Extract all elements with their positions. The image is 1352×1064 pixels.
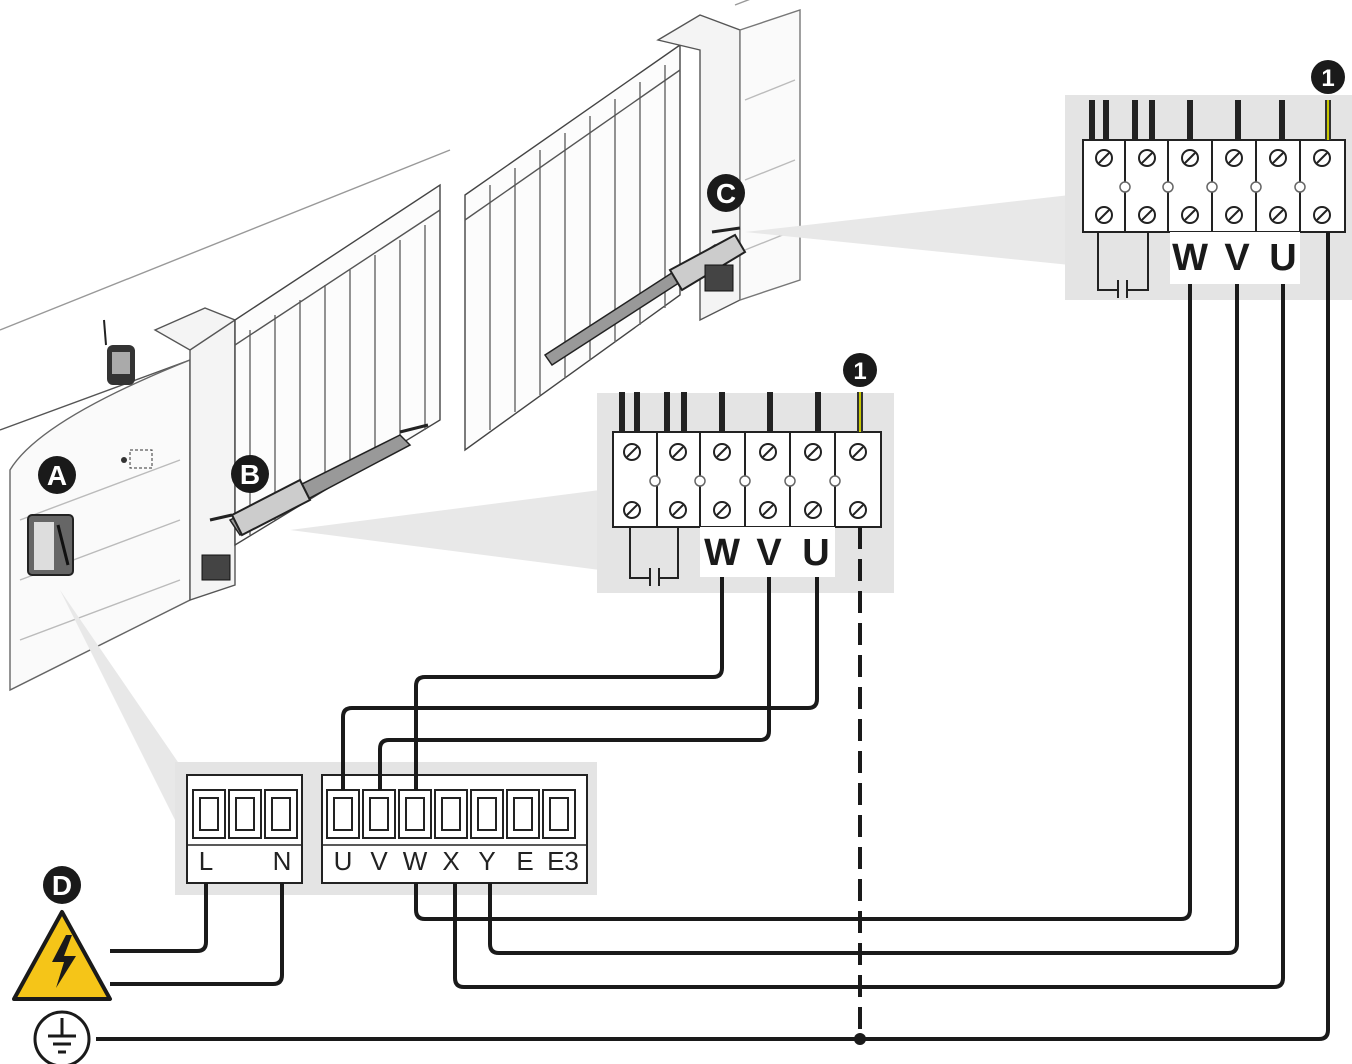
wire-earth-c [96, 232, 1330, 1041]
svg-text:A: A [47, 460, 67, 491]
terminal-label-e3: E3 [547, 846, 579, 876]
wire-c-w [414, 284, 1192, 921]
control-board-terminals: L N U V W X Y E E3 [175, 762, 597, 895]
terminal-label-w: W [403, 846, 428, 876]
terminal-label-u: U [334, 846, 353, 876]
gate-motor-c [543, 226, 747, 367]
motor-c-label-w: W [1172, 237, 1208, 279]
terminal-label-x: X [442, 846, 459, 876]
wire-mains-n [110, 883, 284, 986]
svg-text:C: C [716, 178, 736, 209]
wire-b-u [341, 577, 819, 790]
terminal-block-motor-b: W V U [597, 392, 894, 593]
control-box [27, 514, 74, 576]
note-marker-motor-b: 1 [843, 353, 877, 387]
wire-b-v [378, 577, 771, 790]
svg-text:D: D [52, 870, 72, 901]
terminal-label-e: E [516, 846, 533, 876]
photocell-icon [121, 449, 153, 469]
svg-text:B: B [240, 459, 260, 490]
terminal-block-motor-c: W V U [1065, 95, 1352, 300]
wire-mains-l [110, 883, 208, 953]
callout-badge-a: A [38, 456, 76, 494]
motor-b-label-u: U [802, 532, 829, 574]
motor-b-label-w: W [704, 532, 740, 574]
note-marker-motor-c: 1 [1311, 60, 1345, 94]
callout-badge-d: D [43, 866, 81, 904]
wire-b-w [414, 577, 724, 790]
terminal-label-v: V [370, 846, 388, 876]
callout-badge-b: B [231, 455, 269, 493]
flashing-lamp-icon [103, 319, 135, 385]
motor-b-label-v: V [756, 532, 782, 574]
wire-c-v [488, 284, 1239, 955]
high-voltage-warning-icon [12, 910, 112, 1001]
callout-cone-c [745, 195, 1070, 265]
svg-text:1: 1 [1321, 65, 1334, 92]
motor-c-label-u: U [1269, 237, 1296, 279]
earth-junction [854, 1033, 866, 1045]
terminal-label-n: N [273, 846, 292, 876]
svg-text:1: 1 [853, 358, 866, 385]
wiring [96, 232, 1330, 1041]
motor-c-label-v: V [1224, 237, 1250, 279]
callout-cone-b [290, 490, 600, 570]
earth-ground-icon [33, 1010, 91, 1064]
gate-motor-b [201, 423, 429, 581]
terminal-label-y: Y [478, 846, 495, 876]
callout-badge-c: C [707, 174, 745, 212]
callout-cone-a [60, 590, 180, 830]
wire-c-u [453, 284, 1285, 989]
terminal-label-l: L [199, 846, 213, 876]
